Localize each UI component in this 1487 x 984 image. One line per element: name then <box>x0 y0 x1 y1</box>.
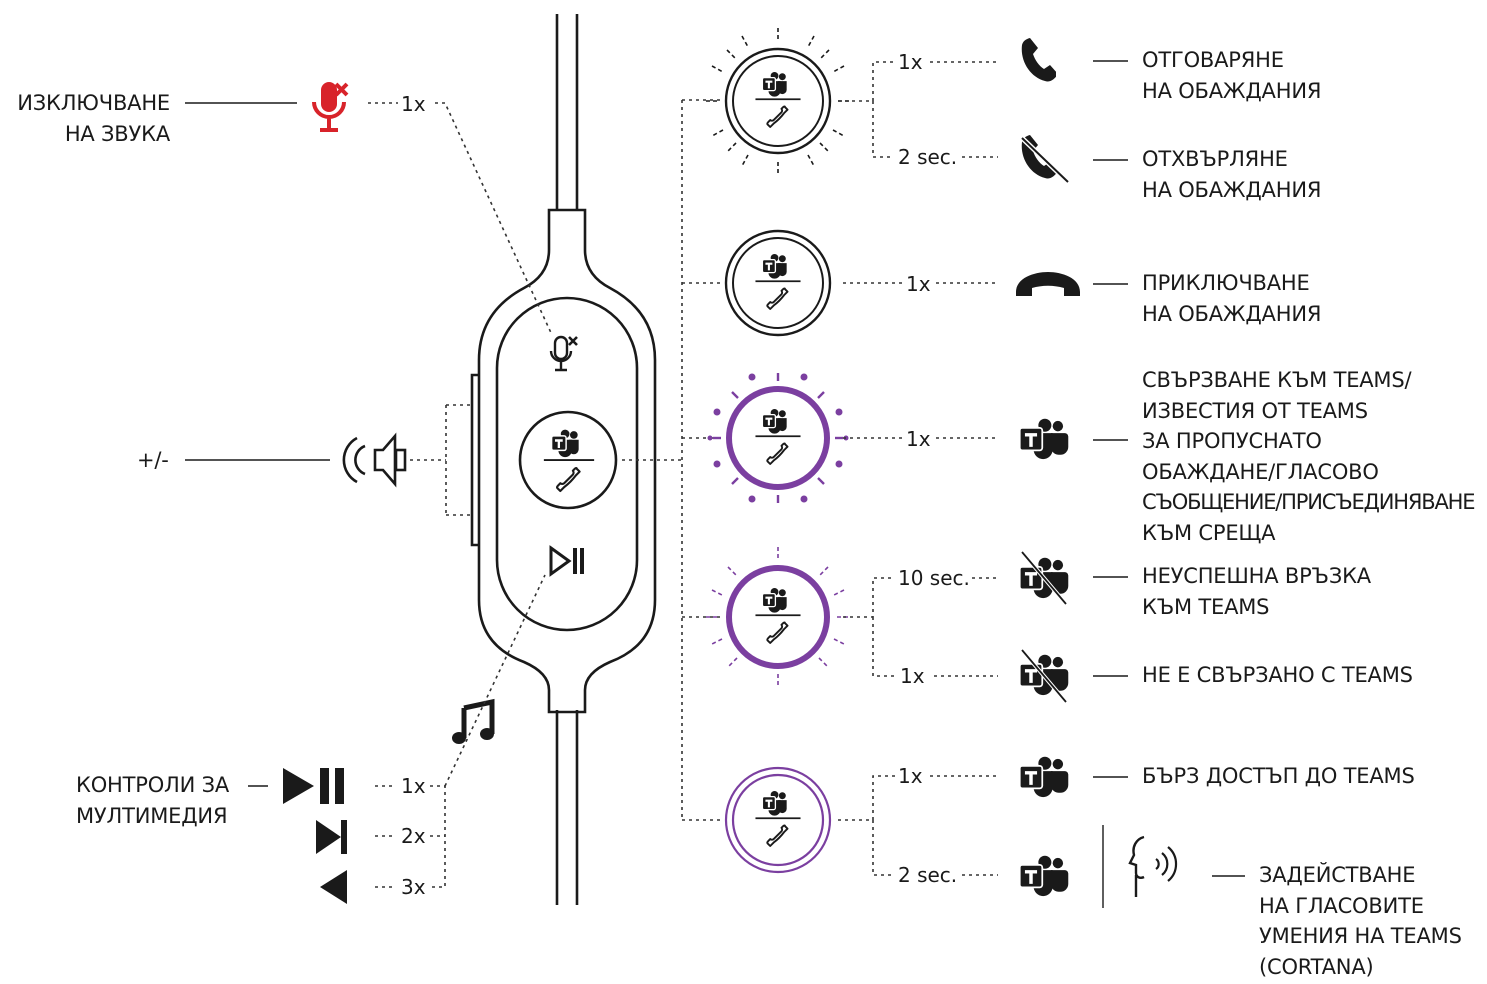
play-pause-icon <box>283 768 344 804</box>
press-teams-voice: 2 sec. <box>898 863 958 887</box>
label-line: ОБАЖДАНЕ/ГЛАСОВО <box>1142 459 1379 484</box>
label-teams-quick-access: БЪРЗ ДОСТЪП ДО TEAMS <box>1142 761 1415 792</box>
speaker-volume-icon <box>342 432 407 488</box>
label-teams-voice: ЗАДЕЙСТВАНЕ НА ГЛАСОВИТЕ УМЕНИЯ НА TEAMS… <box>1259 860 1462 982</box>
led-state-solid-black <box>724 229 832 337</box>
mute-button-icon <box>549 335 578 372</box>
press-answer: 1x <box>898 50 923 74</box>
press-reject: 2 sec. <box>898 145 958 169</box>
media-label-line2: МУЛТИМЕДИЯ <box>76 803 228 828</box>
muted-mic-icon <box>312 82 349 132</box>
label-line: НА ОБАЖДАНИЯ <box>1142 177 1322 202</box>
mute-label-line2: НА ЗВУКА <box>64 121 170 146</box>
label-line: СВЪРЗВАНЕ КЪМ TEAMS/ <box>1142 368 1412 392</box>
press-hangup: 1x <box>906 272 931 296</box>
previous-track-icon <box>320 870 347 904</box>
label-line: НА ГЛАСОВИТЕ <box>1259 893 1424 918</box>
label-line: ОТГОВАРЯНЕ <box>1142 48 1284 72</box>
press-teams-quick: 1x <box>898 764 923 788</box>
teams-logo-icon <box>1018 855 1070 897</box>
label-line: БЪРЗ ДОСТЪП ДО TEAMS <box>1142 764 1415 788</box>
mute-label: ИЗКЛЮЧВАНЕ НА ЗВУКА <box>0 88 170 149</box>
media-press-2: 2x <box>401 824 426 848</box>
play-pause-button-icon <box>549 545 584 577</box>
teams-crossed-icon <box>1018 550 1070 606</box>
label-line: СЪОБЩЕНИЕ/ПРИСЪЕДИНЯВАНЕ <box>1142 490 1475 514</box>
label-line: НЕ Е СВЪРЗАНО С TEAMS <box>1142 663 1413 687</box>
teams-button <box>518 410 618 510</box>
label-line: НА ОБАЖДАНИЯ <box>1142 78 1322 103</box>
media-press-1: 1x <box>401 774 426 798</box>
led-state-pulsing-purple <box>707 373 849 503</box>
label-teams-connect: СВЪРЗВАНЕ КЪМ TEAMS/ ИЗВЕСТИЯ ОТ TEAMS З… <box>1142 365 1475 548</box>
label-line: ПРИКЛЮЧВАНЕ <box>1142 271 1310 295</box>
label-line: КЪМ TEAMS <box>1142 594 1270 619</box>
media-press-3: 3x <box>401 875 426 899</box>
controller-body <box>470 208 657 714</box>
label-line: (CORTANA) <box>1259 954 1374 979</box>
label-teams-not-connected: НЕ Е СВЪРЗАНО С TEAMS <box>1142 660 1413 691</box>
next-track-icon <box>316 820 347 854</box>
led-state-rays-black <box>706 28 850 174</box>
label-line: КЪМ СРЕЩА <box>1142 520 1276 545</box>
label-line: НЕУСПЕШНА ВРЪЗКА <box>1142 564 1371 588</box>
label-end-calls: ПРИКЛЮЧВАНЕ НА ОБАЖДАНИЯ <box>1142 268 1321 329</box>
media-label-line1: КОНТРОЛИ ЗА <box>76 773 230 797</box>
label-reject-calls: ОТХВЪРЛЯНЕ НА ОБАЖДАНИЯ <box>1142 144 1321 205</box>
press-teams-connect: 1x <box>906 427 931 451</box>
label-line: ЗАДЕЙСТВАНЕ <box>1259 863 1416 887</box>
label-line: ИЗВЕСТИЯ ОТ TEAMS <box>1142 398 1368 423</box>
teams-logo-icon <box>1018 756 1070 798</box>
cable <box>555 14 579 905</box>
label-line: ЗА ПРОПУСНАТО <box>1142 429 1322 453</box>
mute-label-line1: ИЗКЛЮЧВАНЕ <box>17 91 170 115</box>
led-state-solid-purple <box>724 766 832 874</box>
volume-label: +/- <box>137 448 169 472</box>
label-line: НА ОБАЖДАНИЯ <box>1142 301 1322 326</box>
phone-answer-icon <box>1021 38 1056 82</box>
phone-reject-icon <box>1020 135 1070 184</box>
teams-crossed-icon <box>1018 648 1070 704</box>
press-teams-not-connected: 1x <box>900 664 925 688</box>
music-note-icon <box>452 698 495 744</box>
teams-logo-icon <box>1018 418 1070 460</box>
label-line: ОТХВЪРЛЯНЕ <box>1142 147 1288 171</box>
led-state-flashing-purple <box>706 547 850 687</box>
press-teams-fail: 10 sec. <box>898 566 970 590</box>
media-label: КОНТРОЛИ ЗА МУЛТИМЕДИЯ <box>76 770 229 831</box>
phone-hangup-icon <box>1016 272 1080 296</box>
mute-press: 1x <box>401 92 426 116</box>
label-answer-calls: ОТГОВАРЯНЕ НА ОБАЖДАНИЯ <box>1142 45 1321 106</box>
voice-command-icon <box>1128 835 1178 897</box>
label-line: УМЕНИЯ НА TEAMS <box>1259 924 1462 948</box>
label-teams-fail: НЕУСПЕШНА ВРЪЗКА КЪМ TEAMS <box>1142 561 1371 622</box>
